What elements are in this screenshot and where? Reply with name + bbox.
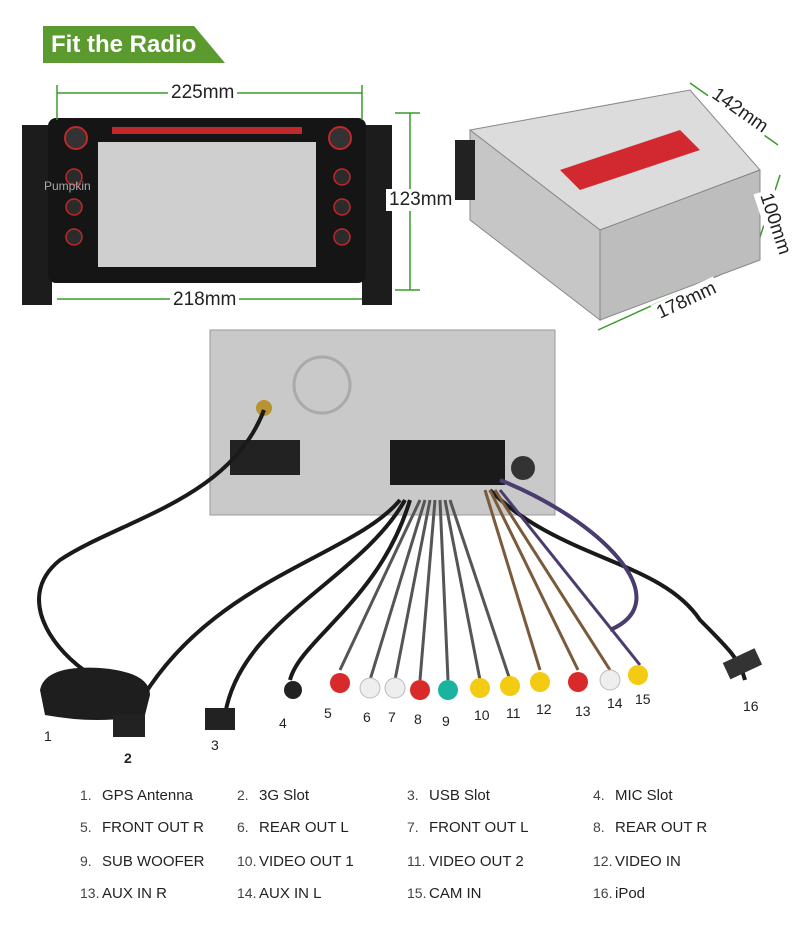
legend-label: MIC Slot [615, 787, 673, 804]
product-illustration: Pumpkin [22, 82, 781, 737]
legend-number: 4. [593, 787, 605, 803]
gps-antenna [40, 667, 150, 720]
dim-width-bottom: 218mm [170, 289, 240, 311]
legend-item: 6. REAR OUT L [237, 819, 349, 836]
legend-label: GPS Antenna [102, 787, 193, 804]
legend-item: 7. FRONT OUT L [407, 819, 528, 836]
legend-number: 13. [80, 885, 100, 901]
callout-3: 3 [211, 737, 219, 753]
dim-height: 123mm [386, 189, 456, 211]
callout-15: 15 [635, 691, 651, 707]
legend-number: 14. [237, 885, 257, 901]
callout-9: 9 [442, 713, 450, 729]
legend-number: 6. [237, 819, 249, 835]
usb-port [205, 708, 235, 730]
front-radio-unit: Pumpkin [22, 118, 392, 305]
rca-plugs [284, 665, 648, 700]
legend-label: REAR OUT L [259, 819, 349, 836]
legend-label: SUB WOOFER [102, 853, 205, 870]
callout-13: 13 [575, 703, 591, 719]
legend-number: 16. [593, 885, 613, 901]
legend-number: 7. [407, 819, 419, 835]
legend-label: AUX IN R [102, 885, 168, 902]
legend-number: 3. [407, 787, 419, 803]
brand-logo: Pumpkin [44, 179, 91, 193]
legend-label: VIDEO OUT 1 [259, 853, 354, 870]
legend-item: 10.VIDEO OUT 1 [237, 853, 354, 870]
legend-item: 5. FRONT OUT R [80, 819, 204, 836]
rca-leads [338, 489, 642, 681]
callout-6: 6 [363, 709, 371, 725]
legend-item: 9. SUB WOOFER [80, 853, 205, 870]
legend-item: 14.AUX IN L [237, 885, 322, 902]
legend-item: 3. USB Slot [407, 787, 490, 804]
legend-number: 1. [80, 787, 92, 803]
legend-label: VIDEO IN [615, 853, 681, 870]
dim-width-top: 225mm [168, 82, 238, 104]
callout-4: 4 [279, 715, 287, 731]
legend-label: iPod [615, 885, 646, 902]
callout-8: 8 [414, 711, 422, 727]
legend-number: 11. [407, 853, 426, 869]
side-radio-unit [455, 89, 761, 322]
callout-16: 16 [743, 698, 759, 714]
legend-number: 15. [407, 885, 427, 901]
callout-14: 14 [607, 695, 623, 711]
legend-number: 12. [593, 853, 613, 869]
legend-label: AUX IN L [259, 885, 322, 902]
callout-5: 5 [324, 705, 332, 721]
legend-label: VIDEO OUT 2 [429, 853, 524, 870]
usb-3g-port [113, 715, 145, 737]
callout-11: 11 [506, 705, 521, 721]
callout-1: 1 [44, 728, 52, 744]
legend-item: 12.VIDEO IN [593, 853, 681, 870]
callout-10: 10 [474, 707, 490, 723]
legend-number: 8. [593, 819, 605, 835]
legend-number: 10. [237, 853, 257, 869]
legend-label: USB Slot [429, 787, 490, 804]
rear-panel-unit [209, 329, 556, 516]
legend-label: REAR OUT R [615, 819, 708, 836]
callout-12: 12 [536, 701, 552, 717]
legend-label: CAM IN [429, 885, 482, 902]
legend-label: FRONT OUT L [429, 819, 529, 836]
legend-item: 13.AUX IN R [80, 885, 167, 902]
legend-number: 9. [80, 853, 92, 869]
ipod-connector [722, 648, 763, 680]
legend-item: 11.VIDEO OUT 2 [407, 853, 524, 870]
legend-item: 1. GPS Antenna [80, 787, 193, 804]
legend-item: 4. MIC Slot [593, 787, 673, 804]
section-banner: Fit the Radio [43, 26, 225, 63]
legend-label: FRONT OUT R [102, 819, 204, 836]
legend-item: 2. 3G Slot [237, 787, 309, 804]
legend-number: 2. [237, 787, 249, 803]
legend-item: 16.iPod [593, 885, 645, 902]
legend-label: 3G Slot [259, 787, 310, 804]
legend-item: 15.CAM IN [407, 885, 482, 902]
legend-number: 5. [80, 819, 92, 835]
callout-2: 2 [124, 750, 132, 766]
callout-7: 7 [388, 709, 396, 725]
legend-item: 8. REAR OUT R [593, 819, 707, 836]
cables [37, 409, 747, 721]
